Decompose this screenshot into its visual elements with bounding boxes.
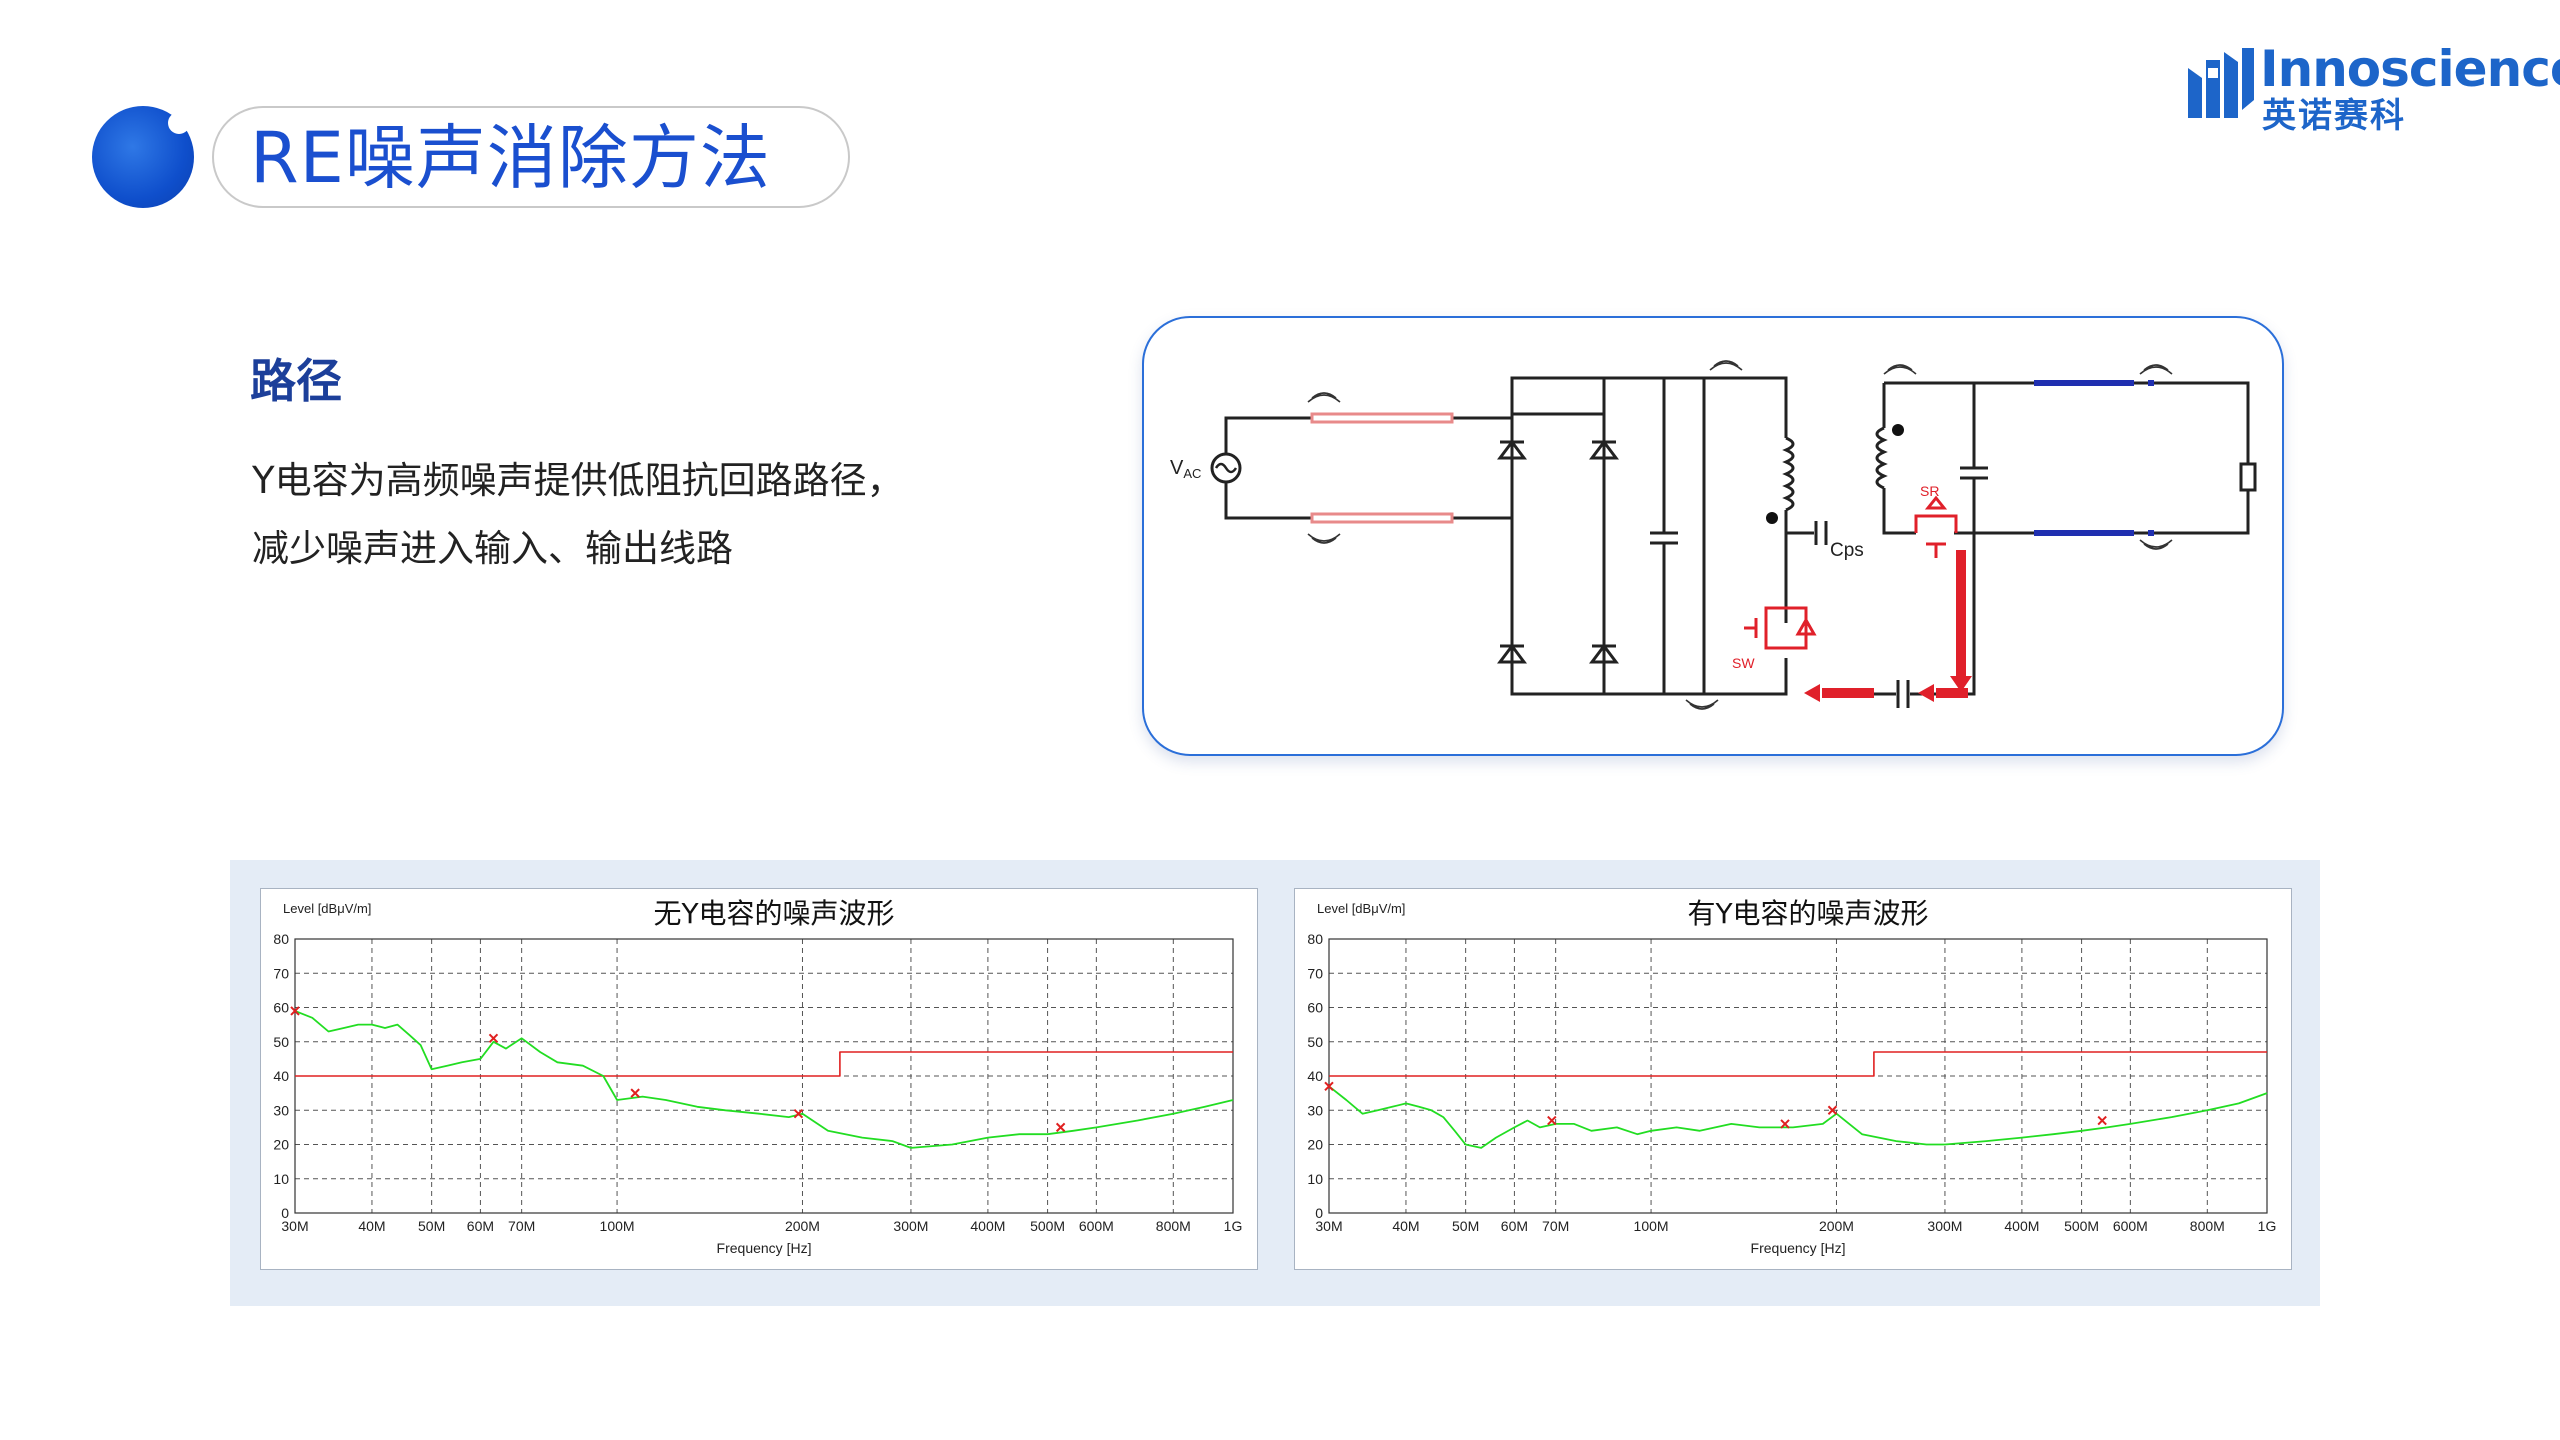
title-banner: RE噪声消除方法: [212, 106, 850, 208]
noise-chart-svg: 有Y电容的噪声波形 Level [dBμV/m] Frequency [Hz] 0 10…: [1307, 897, 2277, 1256]
input-line-bar: [1310, 412, 1454, 424]
y-tick-label: 30: [273, 1102, 289, 1118]
y-tick-label: 80: [1307, 931, 1323, 947]
peak-marker: [630, 1088, 640, 1098]
peak-marker: [793, 1108, 804, 1119]
peak-marker: [2097, 1115, 2107, 1126]
x-tick-label: 500M: [2064, 1218, 2099, 1234]
peak-marker: [1780, 1119, 1790, 1129]
y-tick-label: 30: [1307, 1102, 1323, 1118]
y-tick-label: 50: [273, 1034, 289, 1050]
circuit-diagram-panel: VAC Cps SW SR: [1142, 316, 2284, 756]
x-tick-label: 400M: [2004, 1218, 2039, 1234]
page-title: RE噪声消除方法: [250, 117, 771, 199]
body-text-line-2: 减少噪声进入输入、输出线路: [252, 527, 733, 570]
x-tick-label: 60M: [467, 1218, 494, 1234]
noise-path-arrow: [1918, 684, 1934, 702]
emi-charts-panel: 无Y电容的噪声波形 Level [dBμV/m] Frequency [Hz] 0 10…: [230, 860, 2320, 1306]
y-tick-label: 60: [273, 1000, 289, 1016]
x-tick-label: 600M: [1079, 1218, 1114, 1234]
y-tick-label: 0: [1315, 1205, 1323, 1221]
y-tick-label: 70: [273, 965, 289, 981]
company-logo: Innoscience 英诺赛科: [2180, 38, 2560, 136]
input-line-bar: [1310, 512, 1454, 524]
secondary-dot: [1892, 424, 1904, 436]
x-tick-label: 1G: [2258, 1218, 2277, 1234]
noise-trace: [1328, 1085, 2268, 1149]
limit-line: [295, 1051, 1233, 1077]
x-tick-label: 30M: [281, 1218, 308, 1234]
vac-label: VAC: [1170, 457, 1201, 481]
x-tick-label: 40M: [1392, 1218, 1419, 1234]
chart-with-y-cap: 有Y电容的噪声波形 Level [dBμV/m] Frequency [Hz] 0 10…: [1294, 888, 2292, 1270]
y-tick-label: 50: [1307, 1034, 1323, 1050]
y-axis-label: Level [dBμV/m]: [1317, 901, 1405, 916]
peak-marker: [1324, 1081, 1334, 1091]
x-tick-label: 30M: [1315, 1218, 1342, 1234]
x-tick-label: 200M: [1819, 1218, 1854, 1234]
y-tick-label: 70: [1307, 965, 1323, 981]
peak-marker: [1547, 1115, 1557, 1126]
y-tick-label: 80: [273, 931, 289, 947]
chart-title: 无Y电容的噪声波形: [653, 897, 894, 930]
sr-mosfet-icon: [1914, 495, 1958, 558]
y-tick-label: 10: [1307, 1171, 1323, 1187]
x-tick-label: 70M: [508, 1218, 535, 1234]
sw-label: SW: [1732, 655, 1755, 671]
limit-line: [1329, 1051, 2267, 1077]
x-tick-label: 300M: [1927, 1218, 1962, 1234]
x-tick-label: 50M: [418, 1218, 445, 1234]
logo-chinese-name: 英诺赛科: [2262, 96, 2406, 136]
logo-wordmark: Innoscience: [2260, 40, 2560, 98]
x-tick-label: 100M: [1634, 1218, 1669, 1234]
y-tick-label: 20: [1307, 1137, 1323, 1153]
title-bullet-icon: [92, 106, 194, 208]
x-tick-label: 70M: [1542, 1218, 1569, 1234]
x-axis-label: Frequency [Hz]: [1751, 1240, 1846, 1256]
x-tick-label: 1G: [1224, 1218, 1243, 1234]
x-tick-label: 40M: [358, 1218, 385, 1234]
y-tick-label: 40: [1307, 1068, 1323, 1084]
peak-marker: [488, 1033, 499, 1044]
sr-label: SR: [1920, 483, 1939, 499]
noise-path-arrow: [1804, 684, 1820, 702]
x-tick-label: 800M: [2190, 1218, 2225, 1234]
x-axis-label: Frequency [Hz]: [717, 1240, 812, 1256]
y-tick-label: 60: [1307, 1000, 1323, 1016]
x-tick-label: 400M: [970, 1218, 1005, 1234]
noise-trace: [294, 1010, 1234, 1149]
cps-label: Cps: [1830, 540, 1864, 561]
noise-path-arrow: [1956, 550, 1966, 680]
y-axis-label: Level [dBμV/m]: [283, 901, 371, 916]
primary-dot: [1766, 512, 1778, 524]
peak-marker: [1827, 1105, 1838, 1115]
peak-marker: [290, 1006, 300, 1016]
y-tick-label: 10: [273, 1171, 289, 1187]
chart-title: 有Y电容的噪声波形: [1687, 897, 1928, 930]
x-tick-label: 100M: [600, 1218, 635, 1234]
x-tick-label: 500M: [1030, 1218, 1065, 1234]
y-tick-label: 40: [273, 1068, 289, 1084]
x-tick-label: 300M: [893, 1218, 928, 1234]
body-text-line-1: Y电容为高频噪声提供低阻抗回路路径，: [252, 459, 904, 502]
peak-marker: [1055, 1122, 1066, 1133]
x-tick-label: 800M: [1156, 1218, 1191, 1234]
chart-without-y-cap: 无Y电容的噪声波形 Level [dBμV/m] Frequency [Hz] 0 10…: [260, 888, 1258, 1270]
y-tick-label: 0: [281, 1205, 289, 1221]
x-tick-label: 200M: [785, 1218, 820, 1234]
radiation-icons: [1307, 360, 2173, 710]
x-tick-label: 60M: [1501, 1218, 1528, 1234]
flyback-circuit-diagram: VAC Cps SW SR: [1170, 360, 2257, 710]
sw-mosfet-icon: [1744, 606, 1817, 650]
noise-chart-svg: 无Y电容的噪声波形 Level [dBμV/m] Frequency [Hz] 0 10…: [273, 897, 1243, 1256]
section-heading: 路径: [250, 354, 342, 408]
x-tick-label: 600M: [2113, 1218, 2148, 1234]
x-tick-label: 50M: [1452, 1218, 1479, 1234]
innoscience-logo-icon: [2188, 48, 2254, 118]
y-tick-label: 20: [273, 1137, 289, 1153]
